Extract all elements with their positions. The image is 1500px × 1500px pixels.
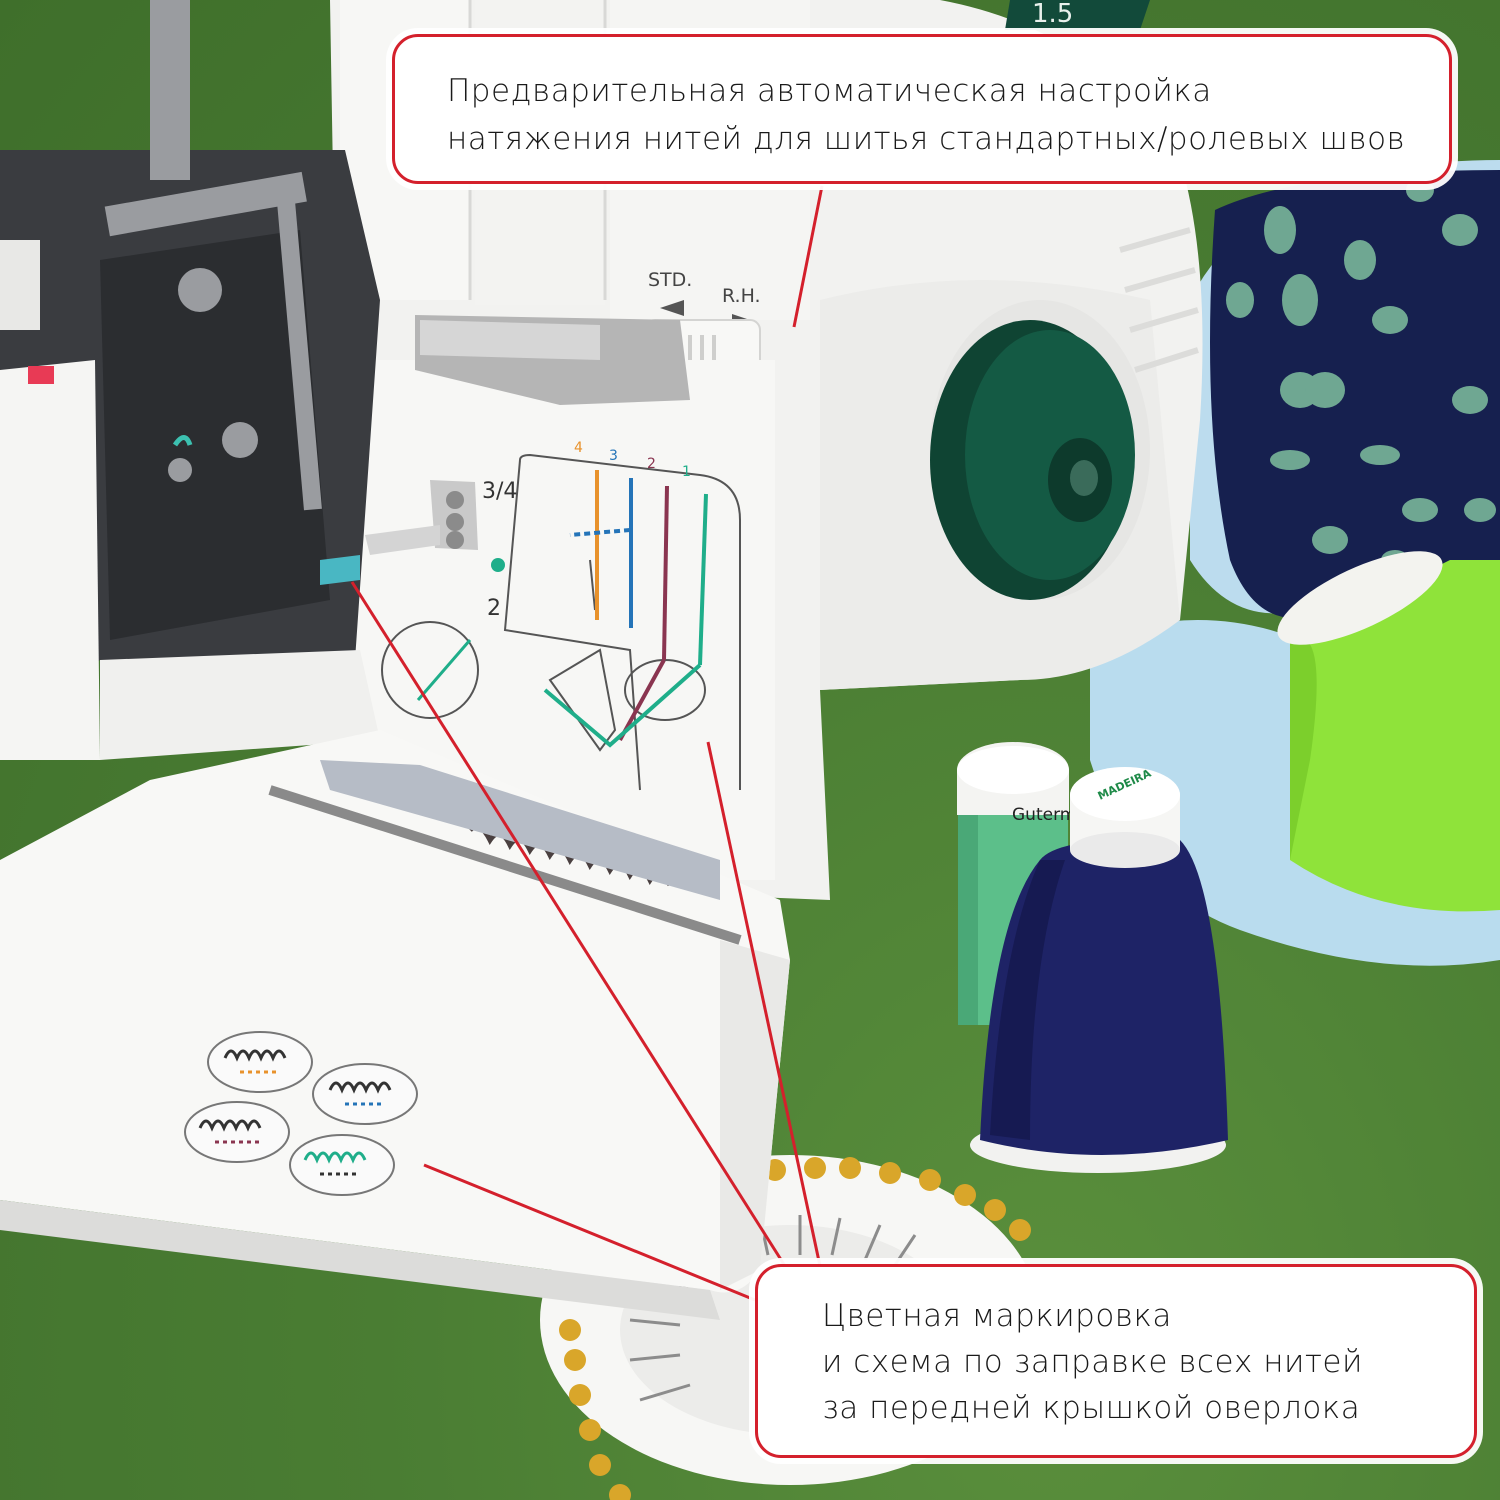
thread-number-4: 4 (574, 440, 583, 456)
callout-bottom-line-3: за передней крышкой оверлока (822, 1390, 1361, 1426)
thread-number-1: 1 (682, 464, 691, 480)
leader-line-top (792, 185, 824, 328)
callout-top-line-2: натяжения нитей для шитья стандартных/ро… (447, 121, 1406, 157)
thread-number-3: 3 (609, 448, 618, 464)
cover-spring-rod (268, 760, 742, 945)
handwheel (930, 300, 1150, 600)
callout-bottom-line-1: Цветная маркировка (822, 1298, 1172, 1334)
leader-line-diagram (706, 741, 822, 1267)
switch-std-label: STD. (648, 269, 692, 291)
switch-rh-label: R.H. (722, 285, 761, 307)
leader-line-cover (423, 1163, 756, 1302)
differential-3-4: 3/4 (482, 479, 517, 504)
needle-clamp (365, 480, 478, 555)
threading-diagram (381, 453, 741, 791)
callout-leader-lines (350, 185, 824, 1302)
thread-number-2: 2 (647, 456, 656, 472)
leader-line-presser (350, 581, 787, 1267)
navy-thread-cone: MADEIRA (970, 767, 1228, 1173)
stitch-guide-circles (184, 1031, 418, 1196)
differential-2: 2 (487, 596, 501, 621)
callout-bottom-line-2: и схема по заправке всех нитей (822, 1344, 1363, 1380)
lime-thread-cone (1277, 551, 1500, 912)
dial-value-text: 1.5 (1032, 0, 1073, 29)
callout-tension-preset: Предварительная автоматическая настройка… (392, 34, 1452, 184)
callout-top-line-1: Предварительная автоматическая настройка (447, 73, 1212, 109)
stitch-length-dial: 1.5 (1005, 0, 1150, 30)
spool-brand-text: Guterm (1012, 805, 1076, 825)
thread-paths (416, 470, 708, 748)
red-release-button (28, 366, 54, 384)
callout-color-coding: Цветная маркировка и схема по заправке в… (755, 1264, 1477, 1458)
